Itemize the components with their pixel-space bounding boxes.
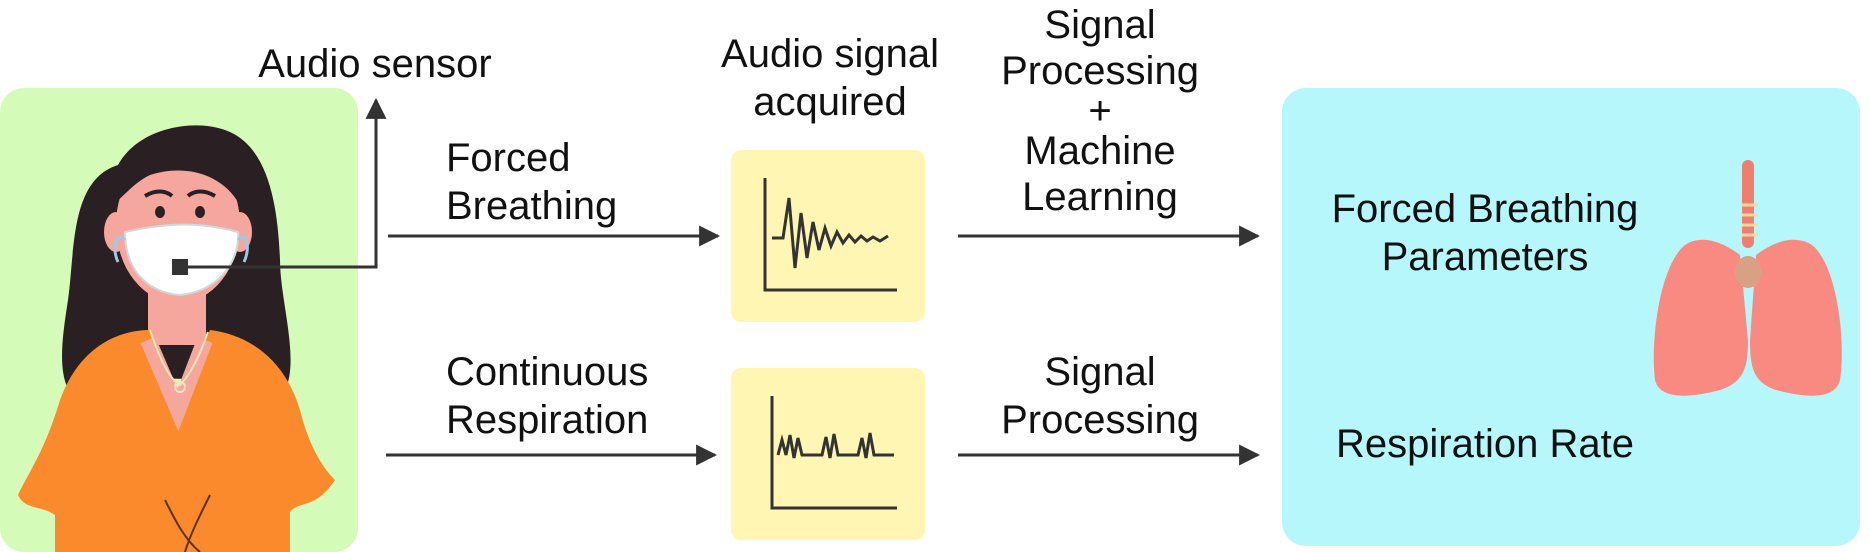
audio-sensor-arrow xyxy=(188,97,387,269)
respiration-waveform-icon xyxy=(770,396,897,510)
signal-processing-ml-label: Signal Processing + Machine Learning xyxy=(1001,3,1199,219)
forced-breathing-waveform-icon xyxy=(763,178,897,292)
audio-sensor-marker xyxy=(172,259,188,275)
audio-sensor-label: Audio sensor xyxy=(258,42,492,86)
audio-signal-label: Audio signal acquired xyxy=(721,32,939,124)
continuous-respiration-label: Continuous Respiration xyxy=(446,350,649,442)
respiration-rate-label: Respiration Rate xyxy=(1336,422,1634,466)
forced-breathing-parameters-label: Forced Breathing Parameters xyxy=(1331,187,1639,279)
lungs-icon xyxy=(1653,160,1842,396)
signal-processing-label: Signal Processing xyxy=(1001,350,1199,442)
person-with-mask-icon xyxy=(18,125,335,552)
forced-breathing-label: Forced Breathing xyxy=(446,136,618,228)
